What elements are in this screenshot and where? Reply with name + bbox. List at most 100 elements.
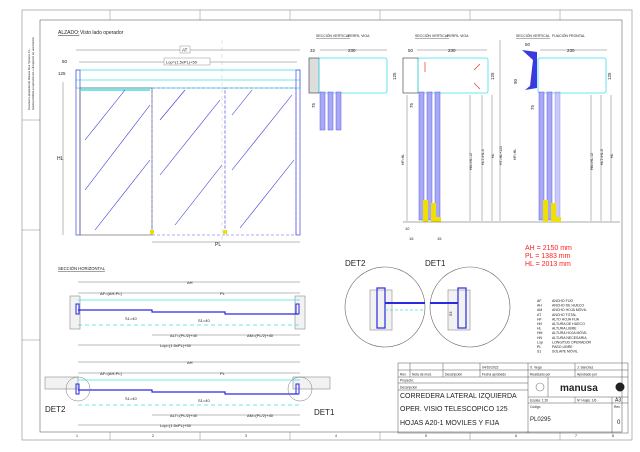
dim-lop: Lop=(1.5xPL)+50: [160, 343, 192, 348]
legend-code: HM: [537, 331, 543, 335]
details: DET2 DET1 53: [344, 259, 511, 348]
vertical-section-1: SECCIÓN VERTICAL PERFIL VIGA 32 230 125 …: [308, 33, 397, 131]
detail-circle: [65, 376, 91, 402]
scale: Escala: 1:20: [530, 399, 548, 403]
dim-am: AM=(PL/2)+40: [247, 413, 274, 418]
elevation-title: ALZADO:: [58, 30, 79, 36]
vertical-section-3: SECCIÓN VERTICAL FIJACIÓN FRONTAL 230 50…: [513, 33, 614, 222]
jamb-profile: [75, 303, 80, 315]
dim-af: AF=(AH-PL): [100, 291, 123, 296]
result-pl: PL = 1383 mm: [525, 253, 571, 260]
dim-hl: HL: [57, 156, 64, 162]
legend-desc: ALTURA HOJA MÓVIL: [552, 330, 587, 335]
project-label: Proyecto:: [400, 379, 414, 383]
dim: 125: [392, 72, 397, 80]
legend-desc: ANCHO DE HUECO: [552, 304, 584, 308]
grid-mark: 2: [152, 434, 154, 438]
header-date: Fecha aprobado: [482, 373, 506, 377]
result-hl: HL = 2013 mm: [525, 261, 571, 268]
dim: 32: [310, 48, 316, 53]
dim: 125: [607, 72, 612, 80]
grid-mark: 1: [76, 434, 78, 438]
wall: [294, 295, 306, 330]
dim-alt: ALT=(PL/2)+40: [170, 333, 198, 338]
legend-desc: ALTURA LIBRE: [552, 327, 577, 331]
grid-mark: 4: [335, 434, 337, 438]
dim-pl: PL: [220, 291, 226, 296]
side-note: Queda prohibida su reproducción o divulg…: [31, 36, 35, 110]
dim: 90: [513, 78, 518, 84]
legend-code: AF: [537, 299, 541, 303]
result-ah: AH = 2150 mm: [525, 245, 572, 252]
grid-mark: 6: [515, 434, 517, 438]
section-title: SECCIÓN VERTICAL: [415, 33, 449, 38]
manusa-logo: manusa: [560, 383, 598, 394]
grid-mark: 5: [425, 434, 427, 438]
legend-desc: ALTURA DE HUECO: [552, 322, 585, 326]
projection-symbol-icon: [535, 382, 545, 392]
title-block: [397, 362, 629, 434]
legend-desc: SOLAPE MÓVIL: [552, 349, 578, 354]
wall: [69, 295, 81, 330]
elevation-view: ALZADO: Visto lado operador AT Lop=(1.5x…: [57, 30, 301, 248]
dim: 230: [348, 48, 356, 53]
dim-lop: Lop=(1.5xPL)+50: [166, 60, 198, 65]
drawing-frame: [39, 19, 623, 433]
dim: HL: [610, 153, 614, 158]
det2-label: DET2: [345, 259, 366, 268]
dim-alt: ALT=(PL/2)+40: [170, 413, 198, 418]
dim: HF=HL: [401, 154, 405, 165]
dim: HLT=HL-6: [600, 149, 604, 165]
dim-s1: S1=40: [198, 318, 210, 323]
section-subtitle: PERFIL VIGA: [447, 34, 469, 38]
approved-by: J. Sanchez: [577, 366, 594, 370]
legend-desc: ALTURA NECESARIA: [552, 336, 587, 340]
legend-desc: ANCHO FIJO: [552, 299, 573, 303]
dim: 15: [437, 236, 442, 241]
dim-s1: S1=40: [125, 396, 137, 401]
dim-s1: S1=40: [125, 316, 137, 321]
dim: HLT=HL-6: [481, 149, 485, 165]
dim: HT=HL+125: [499, 146, 503, 165]
door-leaves: [78, 389, 298, 395]
dim-s1: S1=40: [198, 398, 210, 403]
dim: 15: [409, 236, 414, 241]
description-line: OPER. VISIO TELESCOPICO 125: [400, 406, 508, 413]
jamb-profile: [295, 303, 300, 315]
description-line: HOJAS A20-1 MOVILES Y FIJA: [400, 420, 500, 427]
elevation-subtitle: Visto lado operador: [80, 30, 124, 36]
grid-mark: 3: [245, 434, 247, 438]
dim: HM=HL-12: [469, 153, 473, 170]
dim: HF=HL: [513, 149, 517, 160]
dim-at: AT: [182, 48, 188, 53]
legend-code: HN: [537, 336, 543, 340]
horizontal-title: SECCIÓN HORIZONTAL: [58, 266, 106, 271]
header-drawn: Realizado por: [530, 373, 551, 377]
legend-code: HL: [537, 327, 542, 331]
header-note: Nota de mod.: [412, 373, 432, 377]
grid-mark: 8: [612, 434, 614, 438]
dim-band: 125: [58, 71, 66, 76]
format: A3: [615, 398, 621, 404]
dim: 10: [405, 226, 410, 231]
grid-mark: 7: [575, 434, 577, 438]
dim: 75: [409, 102, 414, 108]
manusa-logo-icon: [615, 382, 625, 392]
dim-ah: AH: [187, 360, 193, 365]
dim: 75: [530, 104, 535, 110]
date-approved: 04/10/2022: [482, 366, 499, 370]
code: PL0295: [530, 417, 551, 423]
section-title: SECCIÓN VERTICAL: [516, 33, 550, 38]
legend-desc: ALTO HOJA FIJA: [552, 317, 580, 321]
legend-desc: LONGITUD OPERADOR: [552, 340, 592, 344]
legend-code: HF: [537, 317, 542, 321]
dim-top: 50: [62, 59, 68, 64]
code-label: Código: [530, 405, 541, 409]
dim-pl: PL: [215, 242, 221, 248]
dim-am: AM=(PL/2)+40: [247, 333, 274, 338]
legend-code: PL: [537, 345, 541, 349]
